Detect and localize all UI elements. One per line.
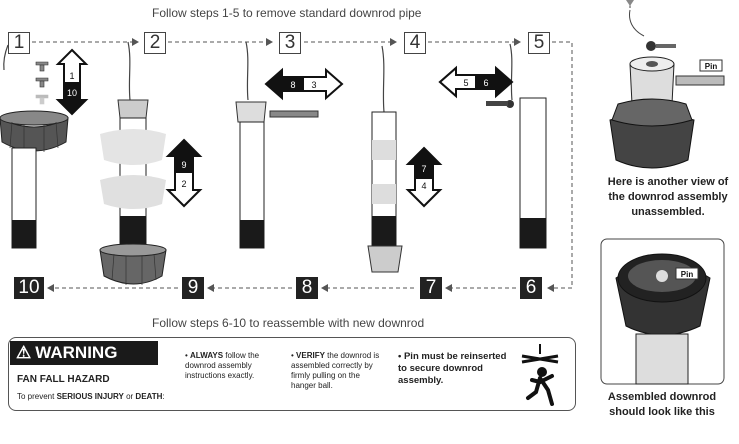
step2-down-label: 2 — [181, 179, 186, 189]
fan-fall-hazard-label: FAN FALL HAZARD — [17, 374, 110, 385]
step-5-box: 5 — [528, 32, 550, 54]
step1-up-label: 1 — [69, 71, 74, 81]
bullet3-text: Pin must be reinserted to secure downrod… — [398, 351, 507, 386]
step3-leftright-arrow: 8 3 — [264, 67, 344, 101]
warning-bullet-1: • ALWAYS follow the downrod assembly ins… — [185, 351, 275, 381]
bullet1-bold: ALWAYS — [190, 351, 224, 360]
bottom-heading: Follow steps 6-10 to reassemble with new… — [152, 316, 425, 330]
top-connector-lines — [32, 38, 573, 292]
step4-updown-arrow: 7 4 — [405, 146, 443, 208]
bullet1-text: follow the downrod assembly instructions… — [185, 351, 260, 380]
step2-illustration — [99, 41, 167, 285]
falling-fan-person-icon — [521, 344, 559, 406]
prevent-death: DEATH — [135, 392, 163, 401]
step2-up-label: 9 — [181, 160, 186, 170]
step4-down-label: 4 — [421, 181, 426, 191]
step3-illustration — [235, 41, 319, 249]
step-6-box: 6 — [520, 277, 542, 299]
step3-right-label: 3 — [311, 80, 316, 90]
step-1-box: 1 — [8, 32, 30, 54]
downrod-unassembled-view: Pin — [609, 0, 725, 169]
bullet-dot: • — [185, 351, 191, 360]
step-3-box: 3 — [279, 32, 301, 54]
prevent-or: or — [123, 392, 136, 401]
prevent-prefix: To prevent — [17, 392, 57, 401]
downrod-steps-diagram: 1 10 9 2 8 3 — [0, 38, 573, 292]
downrod-assembled-view: Pin — [600, 238, 725, 385]
step-7-box: 7 — [420, 277, 442, 299]
step1-illustration — [0, 44, 69, 249]
step4-illustration — [367, 45, 403, 273]
warning-title: WARNING — [35, 343, 118, 362]
step1-down-label: 10 — [67, 88, 77, 98]
step1-updown-arrow: 1 10 — [55, 48, 89, 116]
warning-bullet-3: • Pin must be reinserted to secure downr… — [398, 351, 508, 387]
bullet2-text: the downrod is assembled correctly by fi… — [291, 351, 380, 390]
step5-leftright-arrow: 5 6 — [438, 65, 514, 99]
step5-left-label: 5 — [463, 78, 468, 88]
step4-up-label: 7 — [421, 164, 426, 174]
bullet2-bold: VERIFY — [296, 351, 325, 360]
step5-illustration — [486, 43, 547, 249]
step3-left-label: 8 — [290, 80, 295, 90]
step-4-box: 4 — [404, 32, 426, 54]
caption-unassembled: Here is another view of the downrod asse… — [607, 176, 729, 218]
prevent-serious-injury: SERIOUS INJURY — [56, 392, 124, 401]
caption-assembled: Assembled downrod should look like this — [607, 391, 717, 418]
warning-prevent-text: To prevent SERIOUS INJURY or DEATH: — [17, 392, 165, 402]
step5-right-label: 6 — [483, 78, 488, 88]
bullet-dot: • — [291, 351, 297, 360]
pin-label-top: Pin — [705, 62, 718, 71]
warning-triangle-icon: ⚠ — [16, 343, 32, 362]
top-heading: Follow steps 1-5 to remove standard down… — [152, 6, 422, 20]
bullet-dot: • — [398, 351, 404, 362]
step2-updown-arrow: 9 2 — [165, 138, 203, 208]
warning-header: ⚠WARNING — [10, 341, 158, 365]
warning-bullet-2: • VERIFY the downrod is assembled correc… — [291, 351, 387, 391]
step-2-box: 2 — [144, 32, 166, 54]
step-8-box: 8 — [296, 277, 318, 299]
step-10-box: 10 — [14, 277, 44, 299]
pin-label-bottom: Pin — [681, 270, 694, 279]
step-9-box: 9 — [182, 277, 204, 299]
prevent-suffix: : — [162, 392, 165, 401]
